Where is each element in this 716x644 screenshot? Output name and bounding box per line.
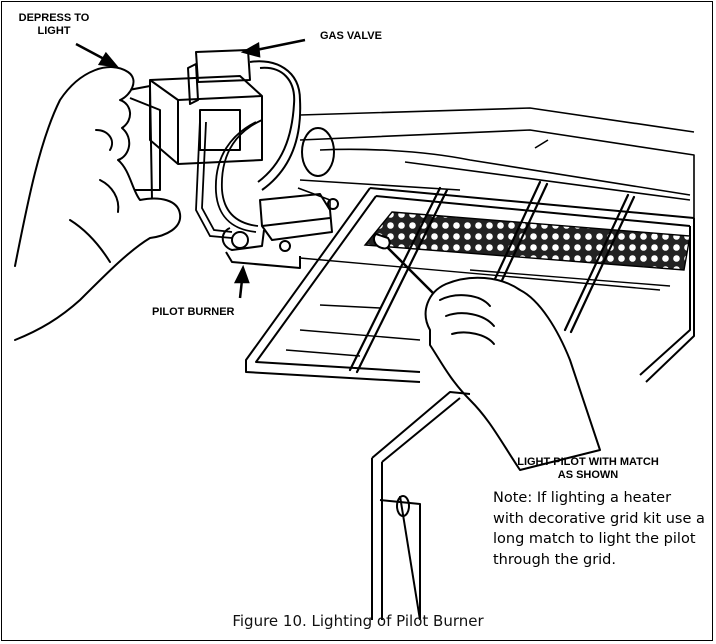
light-pilot-line-2: AS SHOWN xyxy=(557,469,619,481)
perforated-burner-panel xyxy=(363,211,691,287)
front-grid-frame xyxy=(245,187,695,383)
gas-valve-label: GAS VALVE xyxy=(320,30,382,42)
note-line-3: long match to light the pilot xyxy=(493,531,696,547)
note-line-2: with decorative grid kit use a xyxy=(493,510,705,527)
depress-line-2: LIGHT xyxy=(37,25,71,37)
depress-to-light-label: DEPRESS TO LIGHT xyxy=(6,12,102,38)
pilot-burner-label: PILOT BURNER xyxy=(152,306,235,318)
note-line-4: through the grid. xyxy=(493,551,616,568)
callout-arrows xyxy=(75,38,306,299)
gas-valve xyxy=(117,49,302,203)
figure-caption: Figure 10. Lighting of Pilot Burner xyxy=(232,612,484,630)
pilot-burner-assembly xyxy=(221,193,339,269)
left-hand-drawing xyxy=(14,66,182,341)
depress-line-1: DEPRESS TO xyxy=(18,12,90,24)
heater-body xyxy=(297,107,695,230)
note-line-1: Note: If lighting a heater xyxy=(493,490,672,506)
light-pilot-line-1: LIGHT PILOT WITH MATCH xyxy=(517,456,659,468)
gas-tubing xyxy=(195,119,263,239)
right-hand-with-match xyxy=(373,233,601,471)
light-pilot-label: LIGHT PILOT WITH MATCH AS SHOWN xyxy=(500,456,676,482)
heater-base-frame xyxy=(371,391,471,621)
lighting-note: Note: If lighting a heater with decorati… xyxy=(493,488,711,570)
